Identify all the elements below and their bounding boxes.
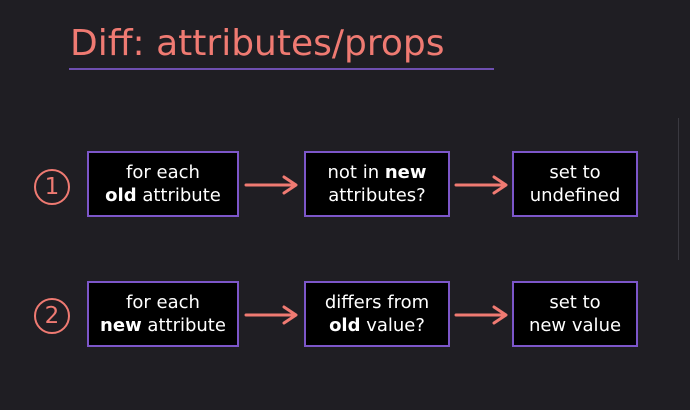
row2-arrow-2 xyxy=(454,305,508,325)
row1-box-old-attribute: for each old attribute xyxy=(87,151,239,217)
right-edge-divider xyxy=(678,118,679,260)
row2-box-new-attribute: for each new attribute xyxy=(87,281,239,347)
box-line: set to xyxy=(549,292,601,313)
arrow-head xyxy=(282,175,298,195)
title-underline xyxy=(69,68,494,70)
arrow-head xyxy=(492,175,508,195)
row1-arrow-2 xyxy=(454,175,508,195)
step-1-number: 1 xyxy=(34,169,70,205)
box-line: new value xyxy=(528,315,622,336)
box-line: attributes? xyxy=(328,185,426,206)
box-line: new attribute xyxy=(100,315,226,336)
arrow-head xyxy=(492,305,508,325)
box-line: differs from xyxy=(324,292,430,313)
row1-box-not-in-new: not in new attributes? xyxy=(304,151,450,217)
row1-arrow-1 xyxy=(244,175,298,195)
box-line: undefined xyxy=(529,185,621,206)
step-2-number: 2 xyxy=(34,298,70,334)
box-line: for each xyxy=(126,162,200,183)
box-line: for each xyxy=(126,292,200,313)
row1-box-set-undefined: set to undefined xyxy=(512,151,638,217)
row2-box-set-new-value: set to new value xyxy=(512,281,638,347)
box-line: not in new xyxy=(327,162,427,183)
arrow-head xyxy=(282,305,298,325)
slide-title: Diff: attributes/props xyxy=(70,23,445,64)
row2-box-differs-from-old: differs from old value? xyxy=(304,281,450,347)
box-line: set to xyxy=(549,162,601,183)
box-line: old value? xyxy=(329,315,425,336)
box-line: old attribute xyxy=(105,185,221,206)
row2-arrow-1 xyxy=(244,305,298,325)
